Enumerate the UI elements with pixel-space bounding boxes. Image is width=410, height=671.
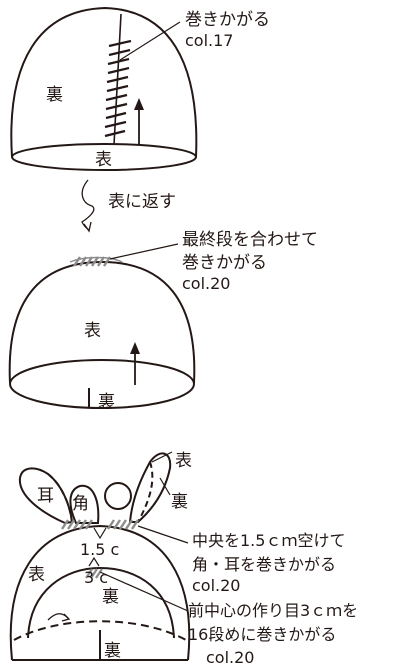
step3-left-ear [18,467,74,525]
step1-bottom-label: 表 [95,150,112,170]
step3-ear-inner-label: 裏 [171,491,188,512]
step1-hat-inside-out [10,6,198,171]
step1-leader-line [119,21,181,61]
step3-gap-marker [93,527,107,540]
step3-callout1-line1: 中央を1.5ｃｍ空けて [192,531,345,550]
step3-brim-arrow [47,613,71,622]
step3-brim-inside-label: 裏 [102,586,119,607]
step3-callout1-leader [137,525,189,544]
step2-callout-line2: 巻きかがる [182,253,267,273]
step3-ear-leader-top [151,451,173,463]
step2-leader-line [109,243,179,260]
turn-arrow [81,179,95,233]
step3-callout1-line2: 角・耳を巻きかがる [192,555,336,574]
step2-bottom-label: 裏 [98,391,115,412]
step1-seam-stitches [104,13,132,146]
step2-top-stitches [69,256,123,267]
step3-horn-label: 角 [72,494,89,514]
step3-right-ear [128,452,172,523]
step1-callout-text: 巻きかがる [185,10,270,30]
step3-callout2-col: col.20 [206,648,254,667]
step3-callout2-leader [99,571,189,612]
step3-left-horn [69,484,100,524]
step3-center-horn [104,482,132,510]
step3-ear-stitches [61,519,139,530]
step3-front-stitches [85,568,103,579]
step3-ear-label: 耳 [37,486,54,506]
step2-col-text: col.20 [182,274,230,293]
step3-face-label: 表 [28,565,45,585]
step3-gap-value: 1.5 c [80,540,119,559]
step3-bottom-label: 裏 [104,640,121,661]
step1-col-text: col.17 [185,31,233,50]
turn-text: 表に返す [108,192,176,212]
step1-inside-label: 裏 [46,84,63,105]
step3-callout2-line2: 16段めに巻きかがる [188,625,336,644]
step3-callout2-line1: 前中心の作り目3ｃｍを [188,601,358,620]
step2-direction-arrow [130,342,140,385]
step2-hat-right-side [8,260,196,409]
step2-callout-line1: 最終段を合わせて [182,230,318,250]
step3-opening-marker [88,556,100,567]
step1-direction-arrow [134,98,144,145]
step3-callout1-col: col.20 [192,576,240,595]
step3-ear-leader-inner [159,477,171,496]
step3-opening-value: 3 c [84,568,108,587]
step3-ear-outer-label: 表 [175,451,192,471]
step2-face-label: 表 [84,321,101,341]
